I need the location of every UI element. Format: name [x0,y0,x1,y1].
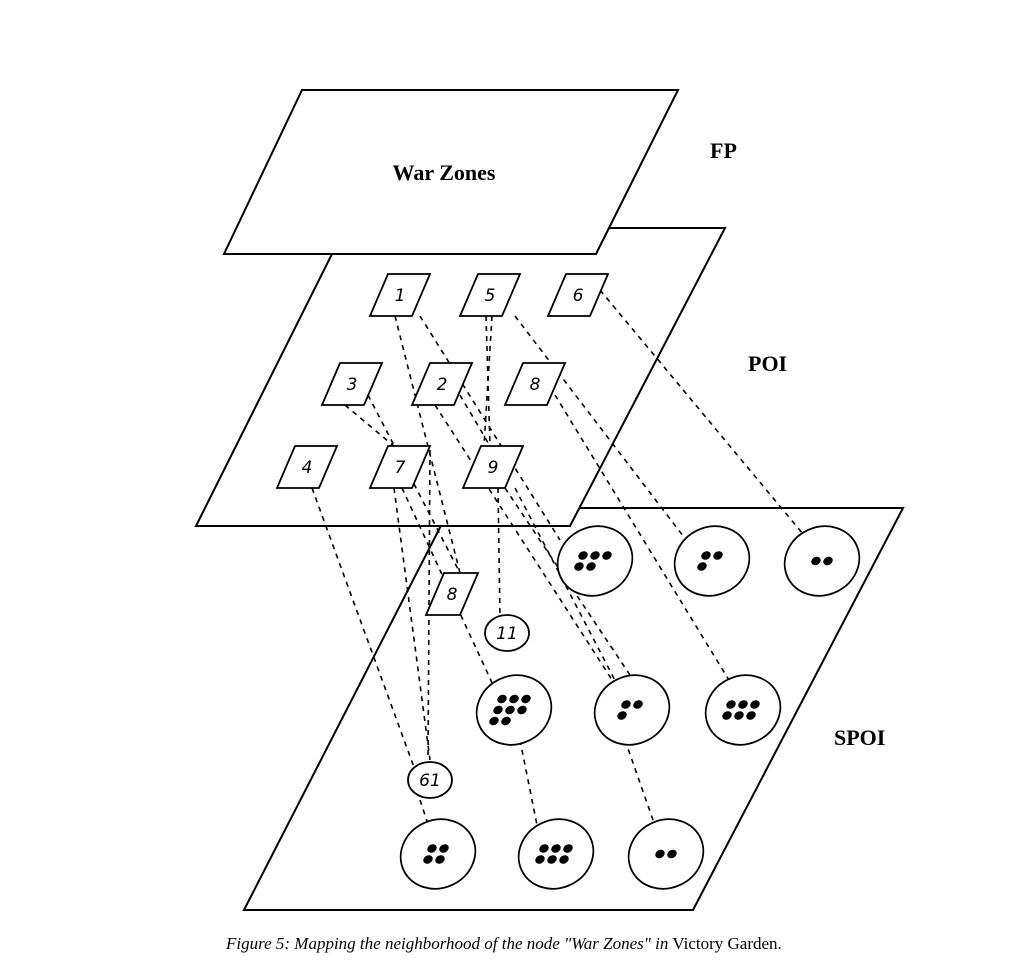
spoi-node [407,761,453,799]
poi-node-label: 7 [395,458,406,478]
cluster-dot [617,711,627,720]
cluster-dot [574,562,584,571]
cluster-dot [559,855,569,864]
cluster-dot [811,556,821,566]
cluster-dot [439,844,449,853]
caption-italic: Figure 5: Mapping the neighborhood of th… [226,934,669,953]
poi-node-label: 9 [488,458,499,478]
cluster-dot [517,705,527,715]
poi-node-label: 6 [573,286,584,306]
poi-nodes: 1 5 6 3 2 8 4 7 9 8 11 61 [275,273,610,799]
cluster-dot [823,556,833,566]
cluster-dot [746,711,756,720]
cluster-dot [590,551,600,560]
cluster-dot [726,700,736,709]
poi-node-label: 1 [395,286,406,306]
cluster-dot [722,711,732,720]
poi-node [275,445,339,489]
figure-caption: Figure 5: Mapping the neighborhood of th… [226,934,782,954]
layer-label-poi: POI [748,351,787,376]
cluster-dot [489,716,499,726]
layer-label-spoi: SPOI [834,725,885,750]
cluster-dot [655,849,665,859]
spoi-cluster [593,674,671,746]
cluster-dot [750,700,760,709]
spoi-node [424,572,480,616]
cluster-dot [667,849,677,859]
neighborhood-link [624,739,661,841]
poi-node [410,362,474,406]
spoi-node [484,614,530,652]
neighborhood-link [483,315,493,447]
neighborhood-link [514,487,621,691]
neighborhood-link [497,487,501,619]
spoi-cluster [673,525,751,597]
poi-node [458,273,522,317]
spoi-plane [242,507,905,911]
cluster-dot [497,694,507,704]
neighborhood-link [519,739,541,841]
neighborhood-link [427,449,431,761]
poi-node-label: 8 [530,375,541,395]
poi-node [320,362,384,406]
fp-plane [222,89,680,255]
cluster-dot [563,844,573,853]
layer-label-fp: FP [710,138,737,163]
neighborhood-link [311,487,416,771]
cluster-dot [578,551,588,560]
cluster-dot [539,844,549,853]
cluster-dot [423,855,433,864]
cluster-dot [713,551,723,560]
neighborhood-link [434,404,626,701]
poi-node-label: 2 [437,375,448,395]
cluster-dot [521,694,531,704]
poi-node-label: 4 [302,458,313,478]
spoi-cluster [627,818,705,890]
poi-node [503,362,567,406]
caption-roman: Victory Garden. [668,934,782,953]
cluster-dot [435,855,445,864]
neighborhood-link [401,487,501,701]
neighborhood-link [344,404,396,448]
cluster-dot [535,855,545,864]
poi-node [546,273,610,317]
cluster-dot [505,705,515,715]
cluster-dot [547,855,557,864]
poi-node [368,445,432,489]
spoi-node-label: 61 [419,771,441,791]
neighborhood-link [485,315,491,447]
cluster-dot [602,551,612,560]
fp-content: War Zones [393,160,496,185]
spoi-cluster [704,674,782,746]
spoi-cluster [399,818,477,890]
clusters [399,525,861,890]
cluster-dot [738,700,748,709]
cluster-dot [501,716,511,726]
neighborhood-link [514,315,691,546]
cluster-dot [701,551,711,560]
spoi-cluster [783,525,861,597]
poi-node [368,273,432,317]
cluster-dot [697,562,707,571]
spoi-cluster [556,525,634,597]
cluster-dot [509,694,519,704]
cluster-dot [551,844,561,853]
cluster-dot [586,562,596,571]
cluster-dot [734,711,744,720]
neighborhood-link [394,315,461,574]
spoi-node-label: 11 [496,624,518,644]
spoi-node-label: 8 [447,585,458,605]
neighborhood-link [599,289,819,553]
cluster-dot [427,844,437,853]
cluster-dot [493,705,503,715]
poi-node [461,445,525,489]
neighborhood-link [554,394,736,691]
poi-node-label: 5 [485,286,496,306]
spoi-cluster [517,818,595,890]
cluster-dot [633,700,643,709]
cluster-dot [621,700,631,709]
poi-node-label: 3 [347,375,358,395]
